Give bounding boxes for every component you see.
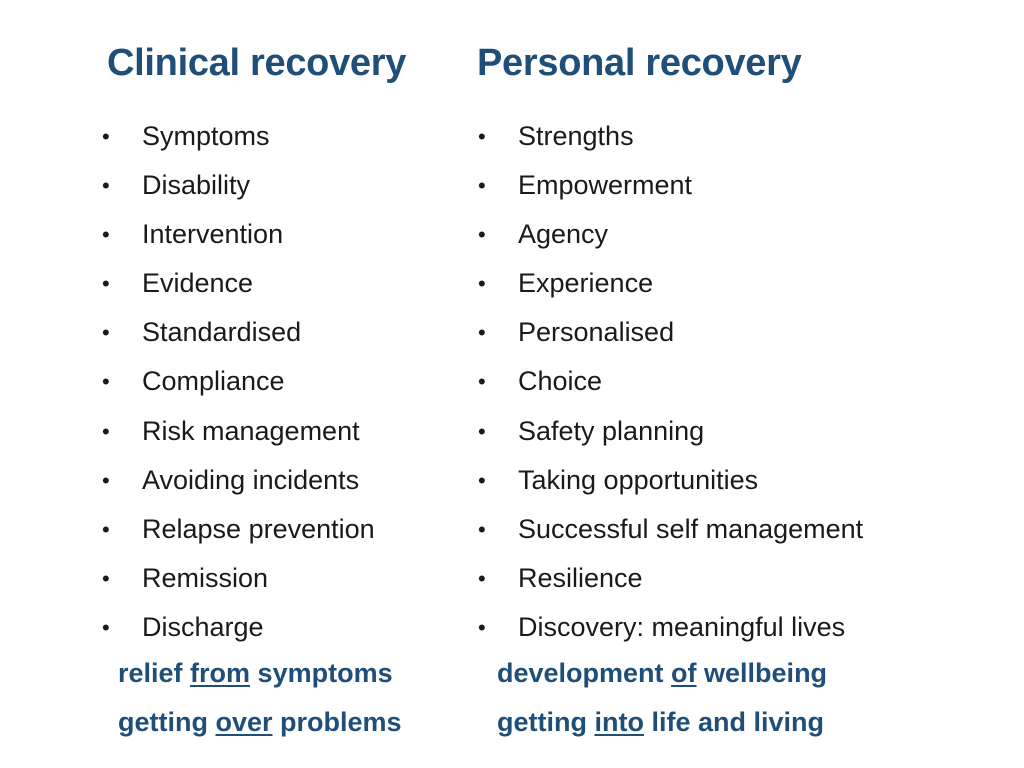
list-item: • Compliance xyxy=(100,357,375,406)
bullet-icon: • xyxy=(478,124,486,149)
list-item: • Strengths xyxy=(476,112,863,161)
list-item: • Relapse prevention xyxy=(100,505,375,554)
list-item-label: Relapse prevention xyxy=(142,513,375,544)
list-item-label: Evidence xyxy=(142,268,254,299)
list-item-label: Compliance xyxy=(142,366,285,397)
list-item-label: Avoiding incidents xyxy=(142,464,360,495)
clinical-recovery-list: • Symptoms • Disability • Intervention • Evi… xyxy=(100,112,375,652)
list-item-label: Agency xyxy=(518,219,609,250)
list-item-label: Intervention xyxy=(142,219,284,250)
list-item-label: Empowerment xyxy=(518,170,693,201)
list-item-label: Resilience xyxy=(518,562,643,593)
bullet-icon: • xyxy=(102,271,110,297)
list-item: • Symptoms xyxy=(100,112,375,161)
list-item-label: Discharge xyxy=(142,611,264,642)
list-item: • Successful self management xyxy=(476,505,863,554)
list-item: • Discovery: meaningful lives xyxy=(476,603,863,652)
personal-recovery-list: • Strengths • Empowerment • Agency • Experie… xyxy=(476,112,863,652)
bullet-icon: • xyxy=(478,173,486,199)
summary-text: getting xyxy=(118,707,216,737)
bullet-icon: • xyxy=(478,271,486,297)
personal-recovery-heading: Personal recovery xyxy=(477,42,802,84)
list-item-label: Personalised xyxy=(518,317,675,348)
personal-summary-line-1: development of wellbeing xyxy=(497,658,827,689)
clinical-summary-line-2: getting over problems xyxy=(118,707,402,738)
summary-text: wellbeing xyxy=(696,658,828,688)
list-item: • Standardised xyxy=(100,308,375,357)
list-item-label: Choice xyxy=(518,366,603,397)
list-item-label: Taking opportunities xyxy=(518,464,759,495)
list-item-label: Safety planning xyxy=(518,415,705,446)
list-item: • Experience xyxy=(476,259,863,308)
summary-emphasis: into xyxy=(594,707,644,737)
bullet-icon: • xyxy=(102,516,110,542)
summary-emphasis: over xyxy=(215,707,273,737)
summary-text: life and living xyxy=(643,707,824,737)
bullet-icon: • xyxy=(478,467,486,493)
list-item: • Discharge xyxy=(100,603,375,652)
list-item: • Remission xyxy=(100,554,375,603)
bullet-icon: • xyxy=(102,320,110,346)
clinical-recovery-heading: Clinical recovery xyxy=(107,42,407,84)
bullet-icon: • xyxy=(102,222,110,248)
bullet-icon: • xyxy=(102,467,110,493)
summary-text: relief xyxy=(118,658,191,688)
bullet-icon: • xyxy=(102,369,110,395)
clinical-summary-line-1: relief from symptoms xyxy=(118,658,393,689)
summary-text: development xyxy=(497,658,672,688)
list-item: • Disability xyxy=(100,161,375,210)
bullet-icon: • xyxy=(478,369,486,395)
bullet-icon: • xyxy=(478,418,486,444)
list-item-label: Remission xyxy=(142,562,269,593)
bullet-icon: • xyxy=(102,418,110,444)
list-item-label: Disability xyxy=(142,170,251,201)
list-item: • Resilience xyxy=(476,554,863,603)
list-item: • Safety planning xyxy=(476,407,863,456)
list-item-label: Strengths xyxy=(518,121,634,151)
bullet-icon: • xyxy=(102,565,110,591)
summary-text: problems xyxy=(272,707,402,737)
list-item: • Risk management xyxy=(100,407,375,456)
personal-summary-line-2: getting into life and living xyxy=(497,707,824,738)
list-item: • Taking opportunities xyxy=(476,456,863,505)
list-item-label: Successful self management xyxy=(518,513,864,544)
list-item-label: Symptoms xyxy=(142,121,270,151)
bullet-icon: • xyxy=(478,614,486,640)
bullet-icon: • xyxy=(478,516,486,542)
list-item: • Agency xyxy=(476,210,863,259)
bullet-icon: • xyxy=(102,614,110,640)
bullet-icon: • xyxy=(478,222,486,248)
list-item: • Evidence xyxy=(100,259,375,308)
list-item: • Avoiding incidents xyxy=(100,456,375,505)
bullet-icon: • xyxy=(478,565,486,591)
bullet-icon: • xyxy=(478,320,486,346)
list-item: • Intervention xyxy=(100,210,375,259)
list-item: • Choice xyxy=(476,357,863,406)
summary-text: symptoms xyxy=(250,658,393,688)
bullet-icon: • xyxy=(102,124,110,149)
summary-emphasis: of xyxy=(671,658,697,688)
list-item: • Empowerment xyxy=(476,161,863,210)
list-item: • Personalised xyxy=(476,308,863,357)
list-item-label: Risk management xyxy=(142,415,360,446)
summary-emphasis: from xyxy=(190,658,251,688)
list-item-label: Discovery: meaningful lives xyxy=(518,611,846,642)
list-item-label: Experience xyxy=(518,268,654,299)
list-item-label: Standardised xyxy=(142,317,302,348)
summary-text: getting xyxy=(497,707,595,737)
bullet-icon: • xyxy=(102,173,110,199)
